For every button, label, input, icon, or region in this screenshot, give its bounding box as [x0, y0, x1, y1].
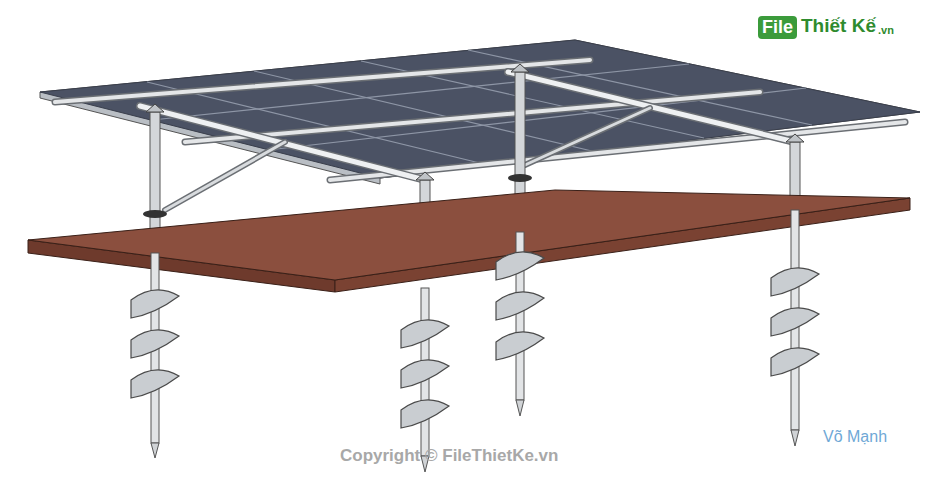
logo-domain: .vn [878, 24, 894, 36]
logo-text: Thiết Kế [801, 15, 876, 37]
logo-box: File [758, 16, 797, 39]
watermark: Võ Mạnh [823, 428, 887, 446]
panel-array [40, 40, 920, 184]
copyright: Copyright © FileThietKe.vn [340, 446, 558, 466]
panel-surface [40, 40, 920, 178]
panel-frame [40, 40, 920, 184]
screw-piles [131, 210, 819, 472]
mount-rails [55, 60, 905, 210]
